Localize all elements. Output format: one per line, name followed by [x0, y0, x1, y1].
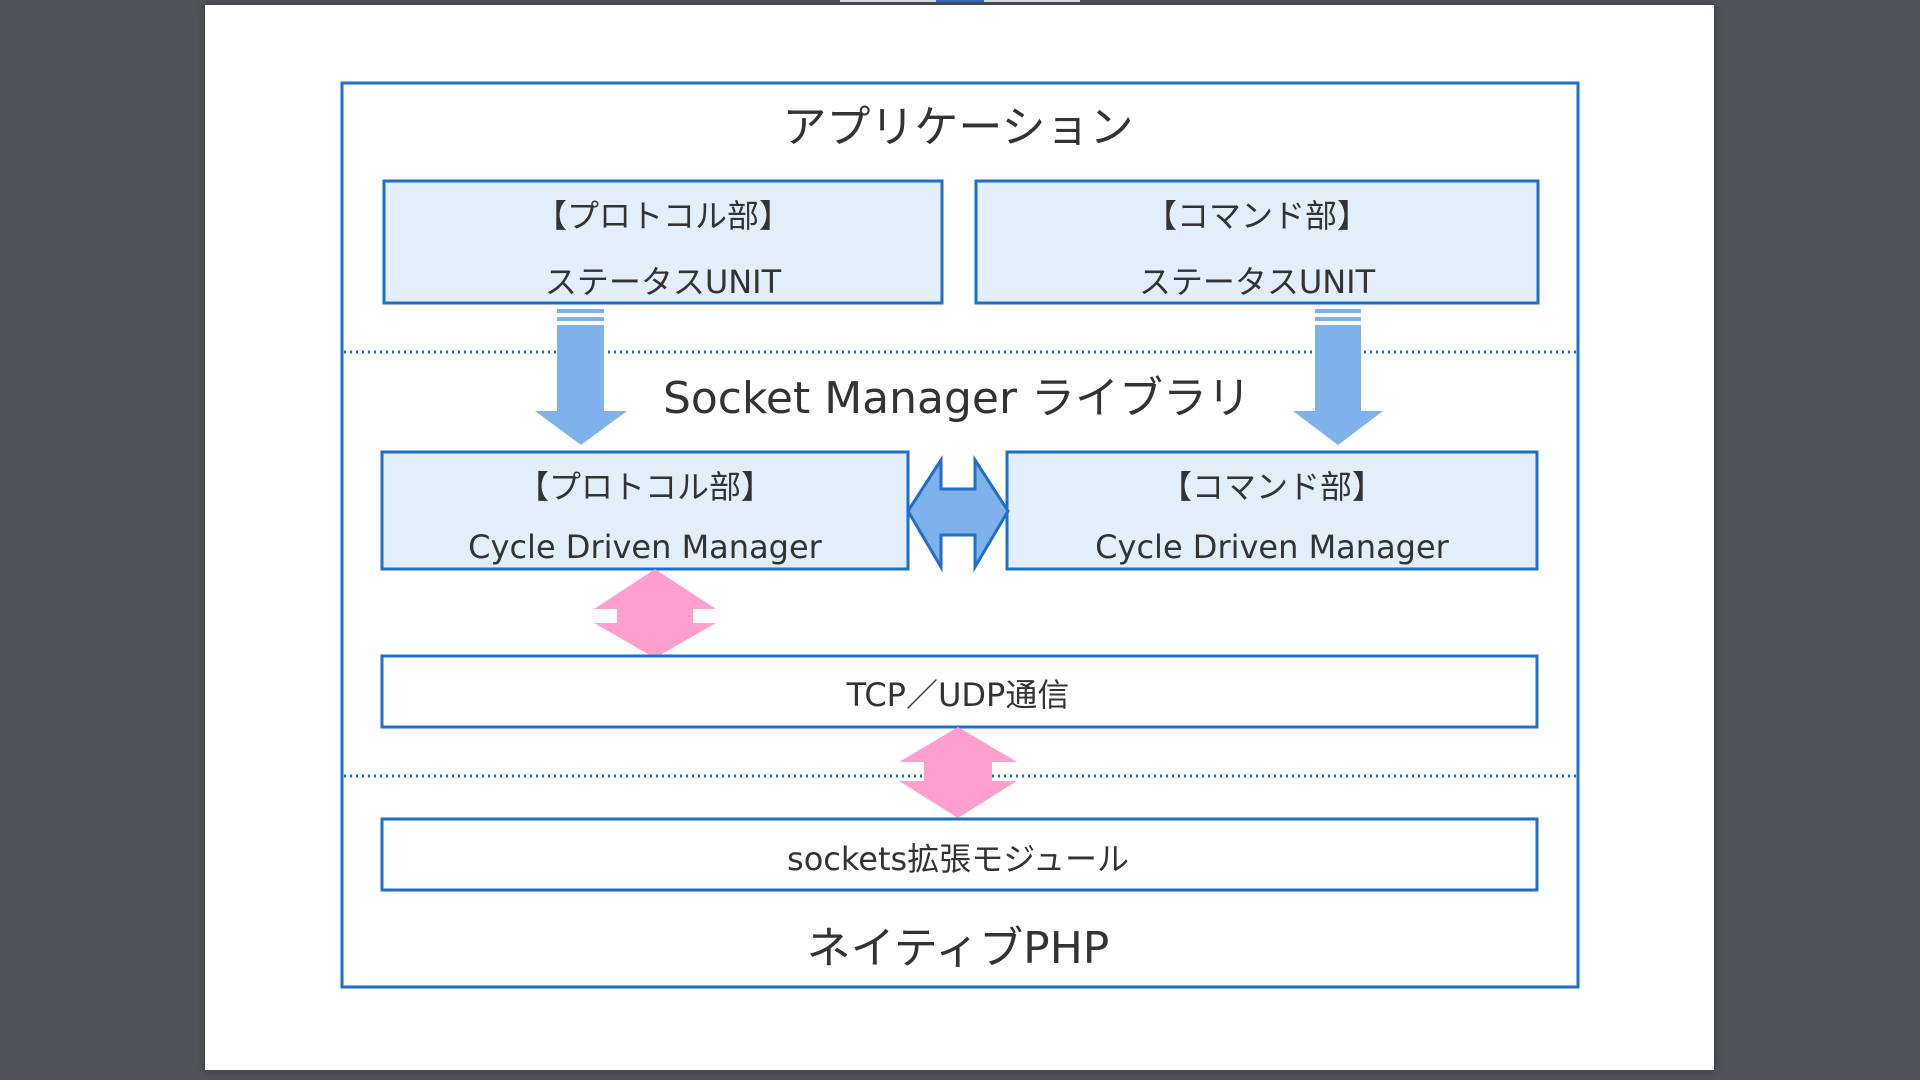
- native-php-title: ネイティブPHP: [806, 923, 1110, 974]
- page-scrollbar-thumb[interactable]: [936, 0, 984, 2]
- protocol-cdm-name: Cycle Driven Manager: [468, 528, 822, 566]
- command-cdm-section: 【コマンド部】: [1159, 468, 1385, 506]
- tcp-udp-label: TCP／UDP通信: [846, 676, 1070, 714]
- sockets-module-box: [380, 817, 1539, 892]
- protocol-status-name: ステータスUNIT: [544, 263, 782, 301]
- command-down-arrow: [1293, 309, 1383, 445]
- cdm-tcp-arrow: [594, 569, 716, 658]
- application-frame: [340, 81, 1580, 989]
- protocol-status-box: [382, 179, 944, 305]
- document-page: アプリケーション 【プロトコル部】 ステータスUNIT 【コマンド部】 ステータ…: [205, 5, 1714, 1070]
- application-title: アプリケーション: [782, 102, 1134, 153]
- protocol-status-section: 【プロトコル部】: [534, 197, 792, 235]
- command-cdm-name: Cycle Driven Manager: [1095, 528, 1449, 566]
- command-cdm-box: [1005, 450, 1539, 571]
- manager-link-arrow: [906, 454, 1010, 573]
- protocol-cdm-section: 【プロトコル部】: [516, 468, 774, 506]
- library-title: Socket Manager ライブラリ: [662, 373, 1252, 424]
- architecture-diagram: [340, 81, 1580, 989]
- tcp-sockets-arrow: [899, 727, 1017, 818]
- protocol-down-arrow: [535, 309, 627, 445]
- tcp-udp-box: [380, 654, 1539, 729]
- command-status-section: 【コマンド部】: [1144, 197, 1370, 235]
- sockets-module-label: sockets拡張モジュール: [787, 840, 1129, 878]
- protocol-cdm-box: [380, 450, 910, 571]
- command-status-box: [974, 179, 1540, 305]
- page-scrollbar[interactable]: [840, 0, 1080, 2]
- command-status-name: ステータスUNIT: [1138, 263, 1376, 301]
